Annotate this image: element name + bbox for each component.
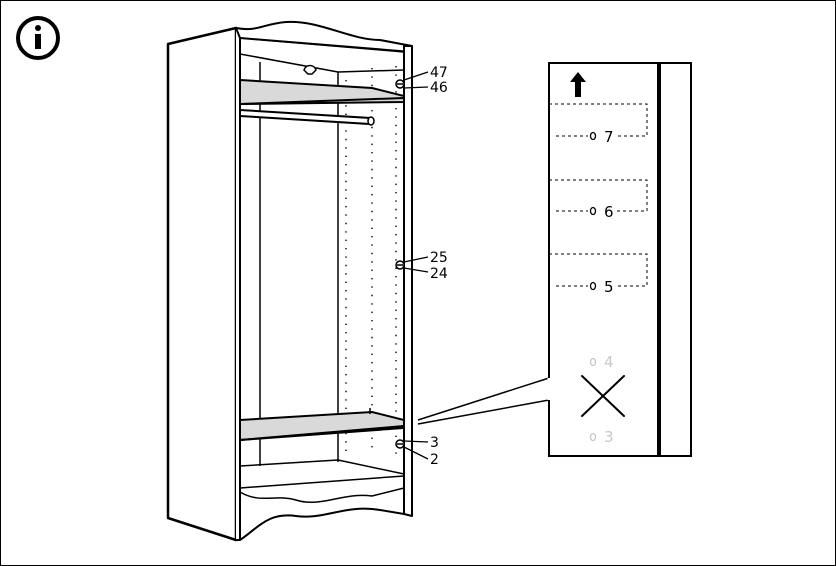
shelf-pin-top: [396, 80, 404, 88]
top-shelf: [240, 80, 404, 104]
hole-label-47: 47: [430, 65, 448, 81]
info-icon: [18, 18, 58, 58]
position-label-6: 6: [604, 203, 614, 221]
shelf-pin-bottom: [396, 440, 404, 448]
hole-label-3: 3: [430, 435, 439, 451]
bottom-shelf: [240, 408, 404, 440]
position-label-4: 4: [604, 353, 614, 371]
hole-label-2: 2: [430, 452, 439, 468]
hole-label-46: 46: [430, 80, 448, 96]
zoom-callout: [418, 378, 549, 424]
position-label-7: 7: [604, 128, 614, 146]
rail-bracket: [304, 66, 316, 75]
shelf-pin-middle: [396, 261, 404, 269]
detail-panel: 7 6 5 4 3: [549, 63, 691, 456]
position-label-3: 3: [604, 428, 614, 446]
hole-label-24: 24: [430, 266, 448, 282]
position-label-5: 5: [604, 278, 614, 296]
hole-label-25: 25: [430, 250, 448, 266]
